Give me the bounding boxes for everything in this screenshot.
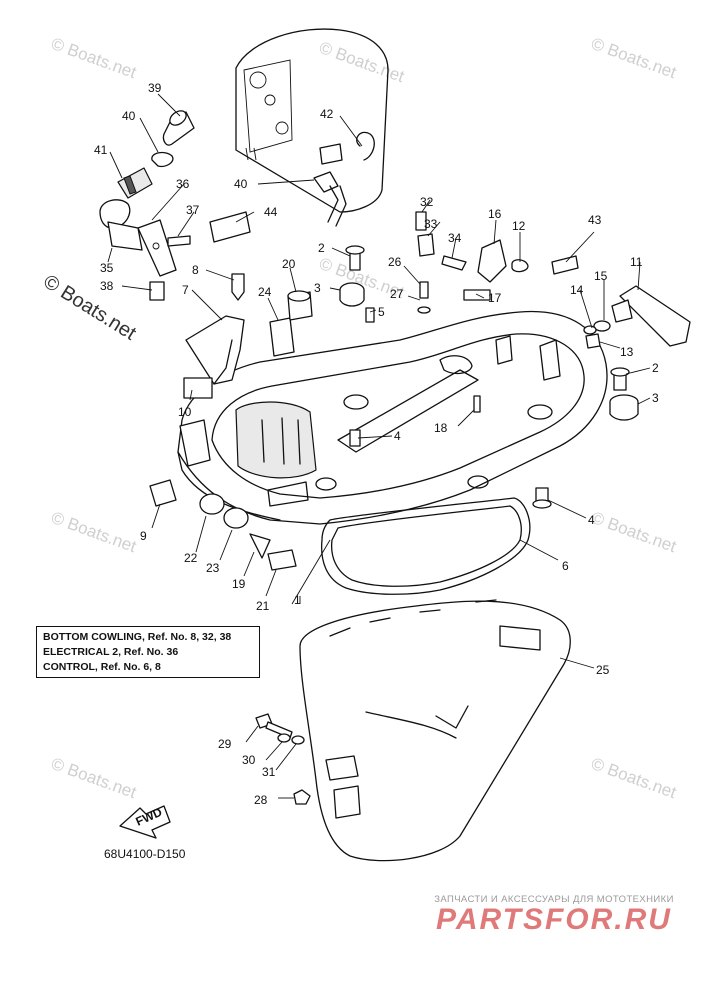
brand-logo: ЗАПЧАСТИ И АКСЕССУАРЫ ДЛЯ МОТОТЕХНИКИ PA…	[404, 894, 704, 935]
reference-line: BOTTOM COWLING, Ref. No. 8, 32, 38	[43, 631, 232, 643]
part-label: 14	[570, 283, 584, 297]
part-label: 8	[192, 263, 199, 277]
part-label: 4	[588, 513, 595, 527]
part-label: 9	[140, 529, 147, 543]
mounts-and-fasteners	[287, 245, 639, 509]
handle-group	[551, 255, 691, 349]
part-label: 22	[184, 551, 198, 565]
part-label: 37	[186, 203, 200, 217]
part-label: 33	[424, 217, 438, 231]
part-label: 6	[562, 559, 569, 573]
part-label: 10	[178, 405, 192, 419]
part-label: 18	[434, 421, 448, 435]
bottom-cowling	[177, 310, 608, 525]
part-labels: 39 40 41 36 37 44 35 38 8 7 42 40 2 3 5 …	[94, 81, 659, 807]
brand-tagline: ЗАПЧАСТИ И АКСЕССУАРЫ ДЛЯ МОТОТЕХНИКИ	[434, 894, 674, 905]
part-label: 36	[176, 177, 190, 191]
watermark-text: © Boats.net	[49, 34, 139, 82]
part-label: 43	[588, 213, 602, 227]
part-label: 26	[388, 255, 402, 269]
part-label: 7	[182, 283, 189, 297]
small-parts	[149, 479, 297, 571]
part-label: 27	[390, 287, 404, 301]
watermark-text: © Boats.net	[317, 38, 407, 86]
part-label: 5	[378, 305, 385, 319]
watermark-text: © Boats.net	[49, 754, 139, 802]
part-label: 29	[218, 737, 232, 751]
seal-ring	[320, 497, 531, 595]
part-label: 13	[620, 345, 634, 359]
part-label: 19	[232, 577, 246, 591]
part-label: 3	[314, 281, 321, 295]
part-label: 42	[320, 107, 334, 121]
bracket-group	[137, 211, 251, 301]
reference-line: CONTROL, Ref. No. 6, 8	[43, 661, 161, 673]
hose-assembly	[99, 110, 375, 251]
watermark-text: © Boats.net	[589, 508, 679, 556]
part-label: 2	[652, 361, 659, 375]
part-label: 17	[488, 291, 502, 305]
part-label: 21	[256, 599, 270, 613]
part-label: 41	[94, 143, 108, 157]
part-label: 4	[394, 429, 401, 443]
part-label: 44	[264, 205, 278, 219]
watermark-text: © Boats.net	[49, 508, 139, 556]
part-label: 39	[148, 81, 162, 95]
fwd-arrow: FWD	[119, 805, 171, 839]
part-label: 25	[596, 663, 610, 677]
part-label: 2	[318, 241, 325, 255]
part-label: 34	[448, 231, 462, 245]
watermark-left-text: © Boats.net	[39, 271, 140, 345]
reference-line: ELECTRICAL 2, Ref. No. 36	[43, 646, 179, 658]
part-label: 15	[594, 269, 608, 283]
watermark-text: © Boats.net	[589, 754, 679, 802]
part-label: 12	[512, 219, 526, 233]
part-label: 20	[282, 257, 296, 271]
bottom-fasteners	[255, 713, 311, 805]
part-label: 40	[122, 109, 136, 123]
diagram-code: 68U4100-D150	[104, 847, 186, 861]
engine-outline	[235, 28, 389, 213]
part-label: 38	[100, 279, 114, 293]
part-label: 30	[242, 753, 256, 767]
part-label: 3	[652, 391, 659, 405]
part-label: 11	[630, 255, 643, 269]
part-label: 23	[206, 561, 220, 575]
callout-lines	[107, 93, 651, 799]
part-label: 32	[420, 195, 434, 209]
reference-note-box: BOTTOM COWLING, Ref. No. 8, 32, 38 ELECT…	[36, 626, 260, 678]
part-label: 31	[262, 765, 276, 779]
part-label: 28	[254, 793, 268, 807]
brand-name: PARTSFOR.RU	[436, 903, 672, 936]
part-label: 1	[294, 593, 301, 607]
linkage-group	[415, 211, 529, 314]
part-label: 24	[258, 285, 272, 299]
part-label: 40	[234, 177, 248, 191]
lower-shroud	[299, 599, 571, 862]
part-label: 35	[100, 261, 114, 275]
part-label: 16	[488, 207, 502, 221]
watermark-text: © Boats.net	[589, 34, 679, 82]
